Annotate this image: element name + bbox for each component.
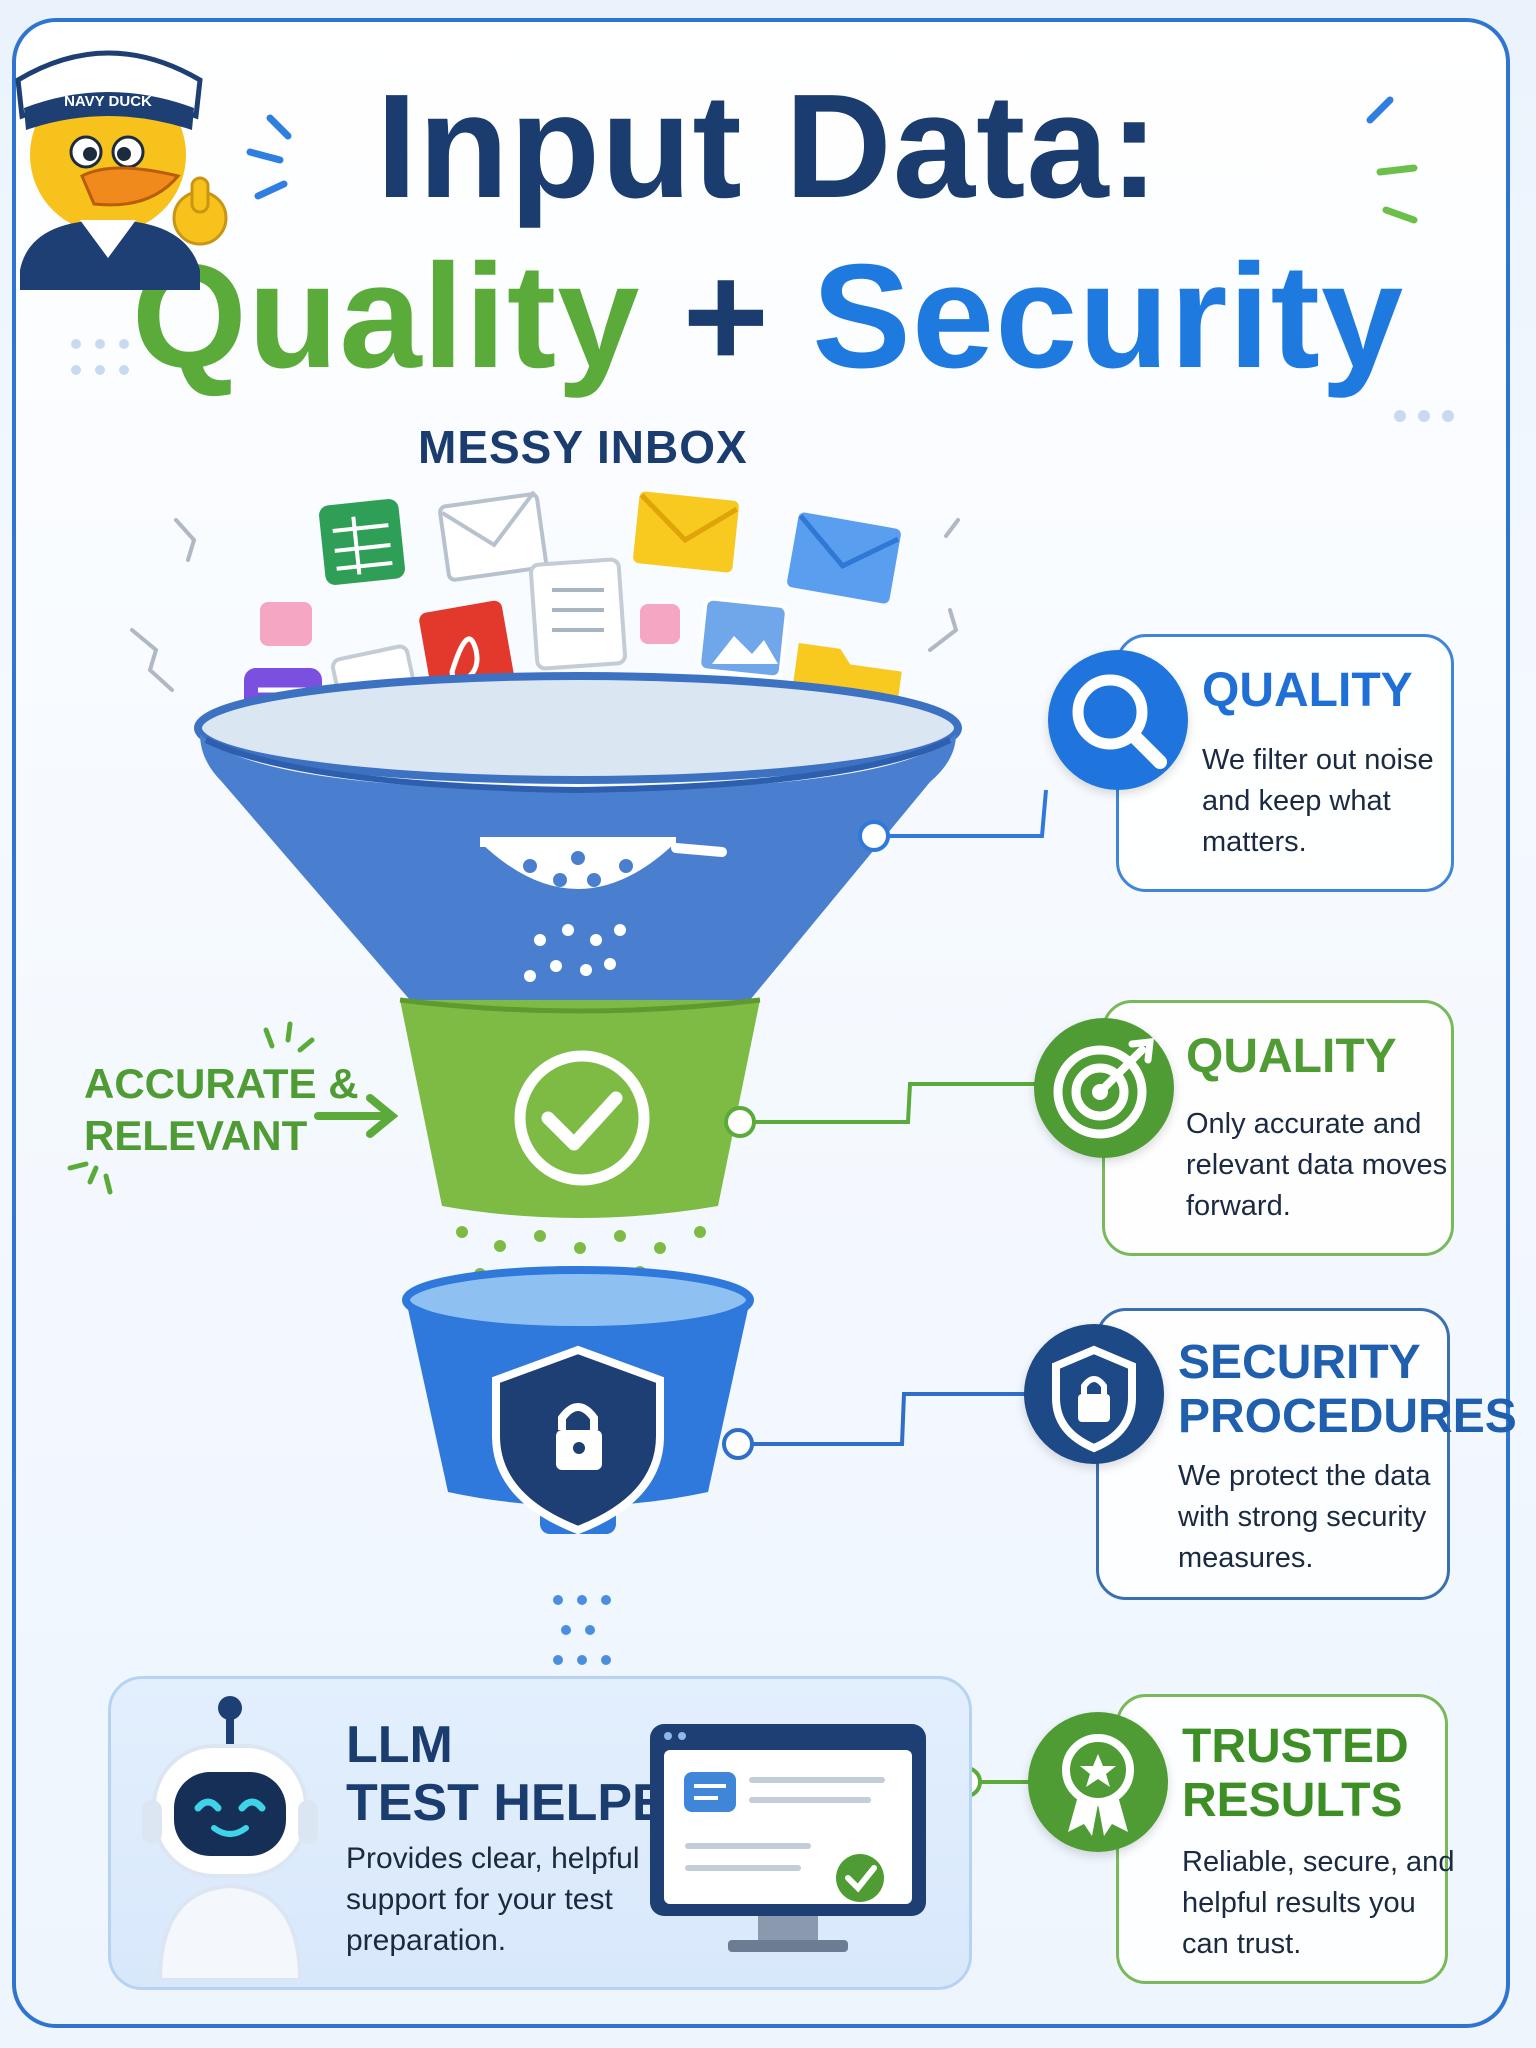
quality-filter-badge [1048, 650, 1188, 790]
monitor-chat-icon [650, 1724, 926, 1952]
title-quality: Quality [131, 234, 641, 399]
document-icon [529, 557, 627, 671]
blue-envelope-icon [787, 512, 901, 604]
quality-accurate-badge [1034, 1018, 1174, 1158]
quality-filter-text: We filter out noise and keep what matter… [1202, 744, 1434, 858]
quality-filter-title: QUALITY [1202, 664, 1413, 717]
pink-note-icon [260, 602, 680, 646]
security-procedures-title: SECURITY PROCEDURES [1178, 1336, 1517, 1443]
magnifier-icon [1072, 674, 1167, 769]
accurate-relevant-label: ACCURATE & RELEVANT [84, 1058, 359, 1162]
security-procedures-card [1096, 1308, 1450, 1600]
title-security: Security [812, 234, 1405, 399]
title-plus: + [682, 234, 771, 399]
quality-accurate-title: QUALITY [1186, 1030, 1397, 1083]
navy-duck-mascot: NAVY DUCK [15, 50, 228, 290]
award-ribbon-icon [1062, 1734, 1134, 1836]
llm-test-helper-text: Provides clear, helpful support for your… [346, 1842, 640, 1957]
accurate-relevant-line-1: ACCURATE & [84, 1060, 359, 1107]
title-line-2: Quality + Security [0, 232, 1536, 402]
envelope-icon [438, 490, 548, 582]
security-procedures-badge [1024, 1324, 1164, 1464]
yellow-envelope-icon [633, 491, 739, 573]
messy-inbox-label: MESSY INBOX [418, 421, 748, 473]
shield-lock-icon [492, 1345, 664, 1535]
mascot-cap-text: NAVY DUCK [64, 93, 152, 110]
trusted-results-text: Reliable, secure, and helpful results yo… [1182, 1846, 1455, 1960]
robot-icon [142, 1696, 318, 1980]
trusted-results-badge [1028, 1712, 1168, 1852]
title-sparkles [71, 96, 1454, 422]
target-icon [1053, 1038, 1154, 1139]
security-procedures-text: We protect the data with strong security… [1178, 1460, 1431, 1574]
quality-accurate-text: Only accurate and relevant data moves fo… [1186, 1108, 1448, 1222]
title-line-1: Input Data: [376, 64, 1160, 229]
spreadsheet-icon [319, 499, 405, 585]
accurate-relevant-line-2: RELEVANT [84, 1112, 308, 1159]
strainer-icon [480, 837, 727, 982]
llm-test-helper-title: LLM TEST HELPER [346, 1716, 705, 1832]
check-circle-icon [514, 1050, 650, 1186]
shield-lock-badge-icon [1052, 1345, 1136, 1453]
trusted-results-title: TRUSTED RESULTS [1182, 1720, 1409, 1827]
